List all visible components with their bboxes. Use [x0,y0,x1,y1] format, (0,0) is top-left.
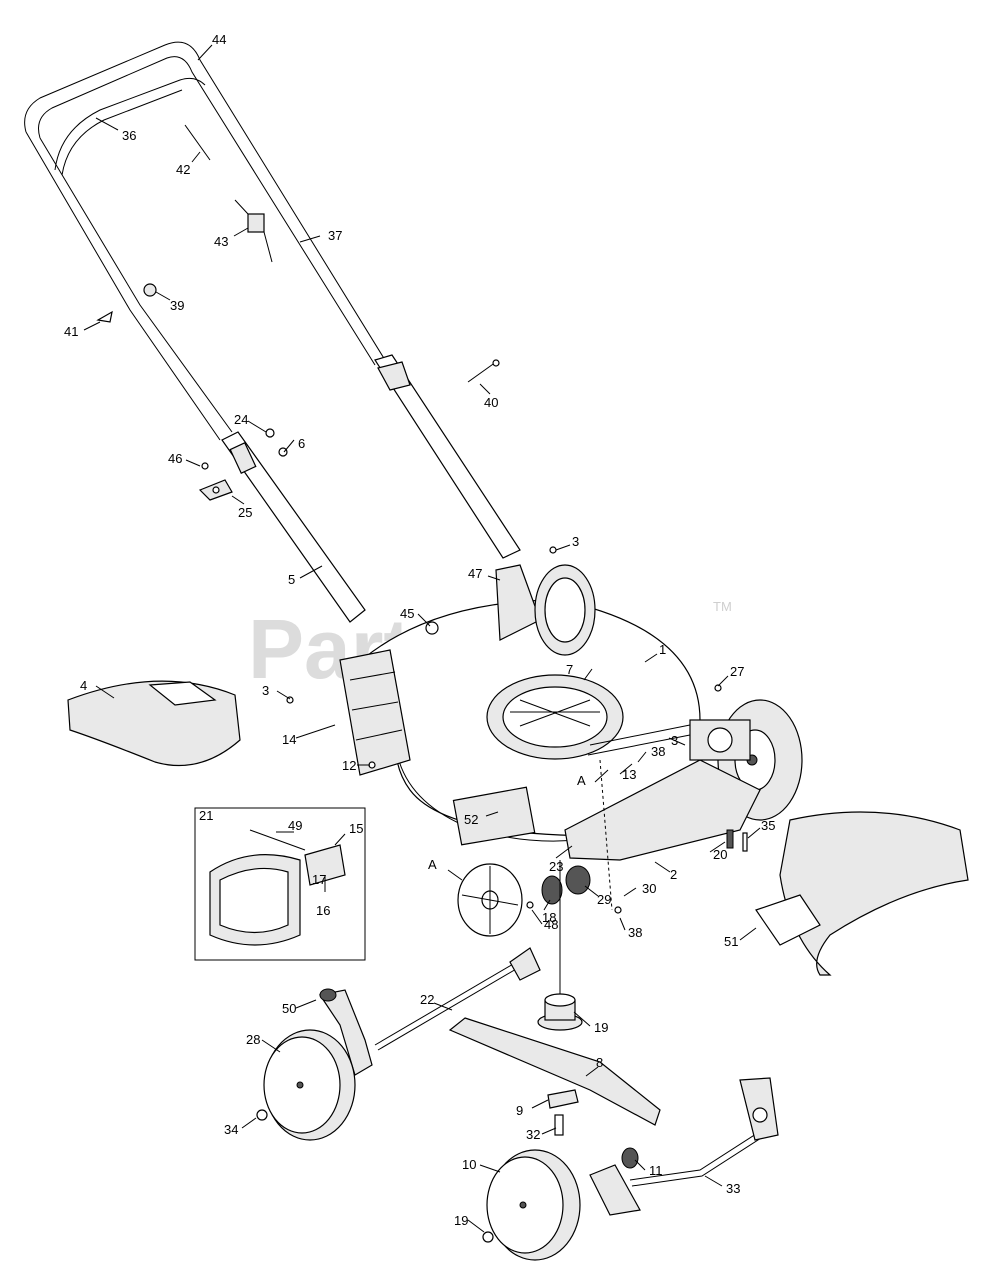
callout-43: 43 [214,234,228,249]
inset-box-15 [194,807,366,961]
callout-25: 25 [238,505,252,520]
callout-9: 9 [516,1103,523,1118]
callout-39: 39 [170,298,184,313]
callout-4: 4 [80,678,87,693]
callout-3: 3 [671,733,678,748]
callout-A: A [428,857,437,872]
callout-29: 29 [597,892,611,907]
callout-49: 49 [288,818,302,833]
cable-clip-parts [96,124,500,391]
blade-bolt [547,1089,579,1136]
leader-lines [83,44,761,1233]
callout-1: 1 [659,642,666,657]
callout-52: 52 [464,812,478,827]
blade-adapter [537,860,583,1031]
callout-35: 35 [761,818,775,833]
callout-42: 42 [176,162,190,177]
callout-46: 46 [168,451,182,466]
callout-18: 18 [542,910,556,925]
watermark-trademark: TM [713,599,732,614]
callout-13: 13 [622,767,636,782]
callout-12: 12 [342,758,356,773]
callout-38: 38 [628,925,642,940]
callout-28: 28 [246,1032,260,1047]
rear-hinge-bracket [339,649,411,776]
callout-16: 16 [316,903,330,918]
callout-14: 14 [282,732,296,747]
height-adjuster-rear [319,988,373,1076]
front-axle [589,1077,779,1216]
callout-23: 23 [549,859,563,874]
callout-20: 20 [713,847,727,862]
callout-33: 33 [726,1181,740,1196]
callout-34: 34 [224,1122,238,1137]
callout-A: A [577,773,586,788]
discharge-chute [67,680,241,767]
callout-47: 47 [468,566,482,581]
callout-24: 24 [234,412,248,427]
pinion-gears [526,865,591,909]
upper-handle [24,41,386,441]
callout-41: 41 [64,324,78,339]
callout-21: 21 [199,808,213,823]
callout-50: 50 [282,1001,296,1016]
handle-bracket-25 [198,479,233,501]
callout-8: 8 [596,1055,603,1070]
callout-7: 7 [566,662,573,677]
callout-32: 32 [0,0,14,3]
callout-26: 26 [0,0,14,3]
callout-5: 5 [288,572,295,587]
callout-38: 38 [651,744,665,759]
callout-11: 11 [649,1163,663,1178]
callout-40: 40 [484,395,498,410]
callout-30: 30 [642,881,656,896]
callout-3: 3 [262,683,269,698]
callout-3: 3 [572,534,579,549]
handle-knob-part [201,428,288,474]
lower-handle [221,354,521,623]
callout-19: 19 [454,1213,468,1228]
drive-transmission [564,719,761,861]
wheel-hubcap-48 [457,863,523,937]
rear-axle [374,947,541,1051]
callout-45: 45 [400,606,414,621]
callout-19: 19 [594,1020,608,1035]
bail-control [54,77,206,176]
mower-blade [448,1017,661,1126]
callout-15: 15 [349,821,363,836]
callout-32: 32 [526,1127,540,1142]
callout-10: 10 [462,1157,476,1172]
callout-37: 37 [328,228,342,243]
callout-22: 22 [420,992,434,1007]
callout-51: 51 [724,934,738,949]
callout-2: 2 [670,867,677,882]
rear-wheel-right [534,564,596,656]
callout-48: 48 [544,917,558,932]
callout-17: 17 [312,872,326,887]
callout-27: 27 [730,664,744,679]
front-wheel-33 [482,1149,581,1261]
mulch-plug [755,811,969,976]
callout-36: 36 [122,128,136,143]
callout-44: 44 [212,32,226,47]
front-wheel-34 [256,1029,356,1141]
callout-6: 6 [298,436,305,451]
mower-deck [344,564,701,846]
